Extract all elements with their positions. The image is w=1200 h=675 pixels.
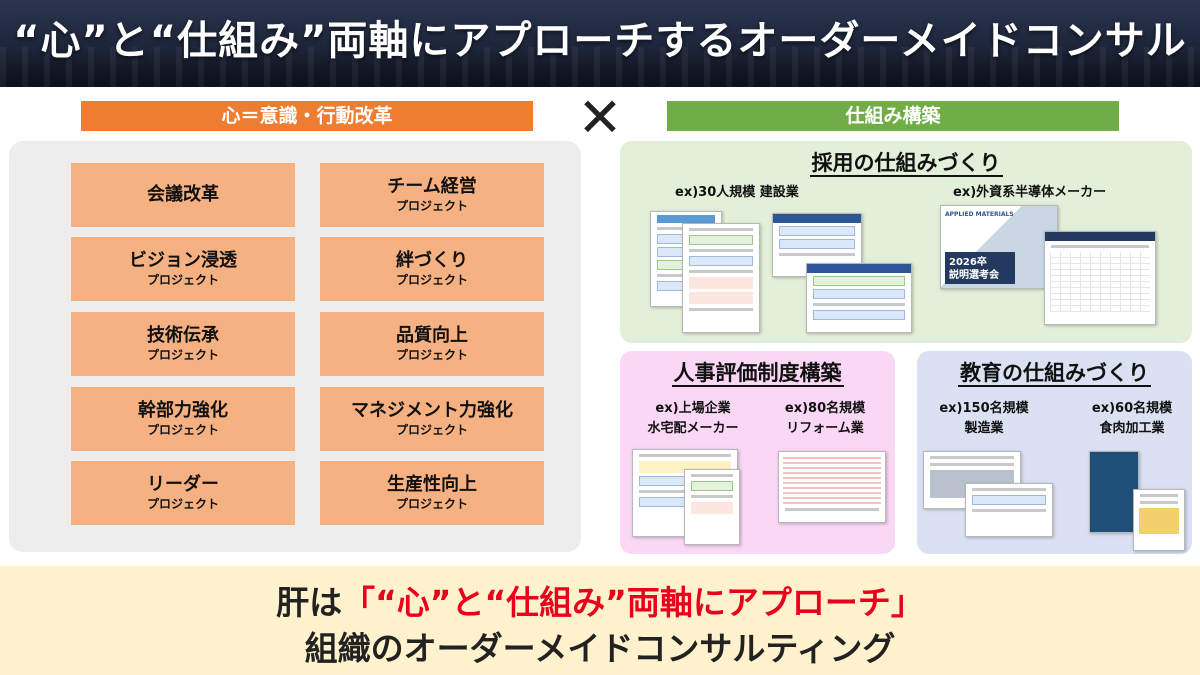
- education-title-text: 教育の仕組みづくり: [958, 361, 1151, 387]
- evaluation-example-1: ex)上場企業 水宅配メーカー: [638, 399, 748, 439]
- document-thumbnail: [684, 469, 740, 545]
- recruit-title-text: 採用の仕組みづくり: [809, 151, 1003, 177]
- project-sub: プロジェクト: [146, 497, 219, 511]
- project-item: マネジメント力強化 プロジェクト: [320, 387, 544, 451]
- document-year: 2026卒: [949, 257, 987, 268]
- recruit-example-1: ex)30人規模 建設業: [675, 185, 799, 200]
- example-line: 製造業: [964, 421, 1004, 436]
- project-name: マネジメント力強化: [351, 400, 513, 421]
- project-sub: プロジェクト: [146, 273, 219, 287]
- document-thumbnail: [682, 223, 760, 333]
- project-item: リーダー プロジェクト: [71, 461, 295, 525]
- example-line: ex)60名規模: [1091, 401, 1173, 416]
- project-name: 会議改革: [147, 184, 219, 205]
- example-line: ex)150名規模: [939, 401, 1029, 416]
- system-section-label: 仕組み構築: [667, 101, 1119, 131]
- education-panel: 教育の仕組みづくり ex)150名規模 製造業 ex)60名規模 食肉加工業: [917, 351, 1192, 554]
- page-title: “心”と“仕組み”両軸にアプローチするオーダーメイドコンサル: [13, 18, 1187, 64]
- document-thumbnail: [778, 451, 886, 523]
- project-item: 品質向上 プロジェクト: [320, 312, 544, 376]
- project-name: ビジョン浸透: [129, 250, 237, 271]
- document-thumbnail: [772, 213, 862, 277]
- document-thumbnail: [965, 483, 1053, 537]
- project-item: 生産性向上 プロジェクト: [320, 461, 544, 525]
- project-name: 生産性向上: [387, 474, 477, 495]
- conclusion-line-1: 肝は「“心”と“仕組み”両軸にアプローチ」: [0, 576, 1200, 624]
- education-example-2: ex)60名規模 食肉加工業: [1077, 399, 1187, 439]
- project-sub: プロジェクト: [146, 423, 219, 437]
- education-example-1: ex)150名規模 製造業: [929, 399, 1039, 439]
- education-title: 教育の仕組みづくり: [917, 357, 1192, 387]
- document-thumbnail: [1044, 231, 1156, 325]
- recruit-example-2: ex)外資系半導体メーカー: [953, 185, 1107, 200]
- document-thumbnail: [1089, 451, 1139, 533]
- document-event: 説明選考会: [949, 270, 999, 281]
- project-item: 絆づくり プロジェクト: [320, 237, 544, 301]
- evaluation-panel: 人事評価制度構築 ex)上場企業 水宅配メーカー ex)80名規模 リフォーム業: [620, 351, 895, 554]
- example-line: リフォーム業: [786, 421, 864, 436]
- project-item: ビジョン浸透 プロジェクト: [71, 237, 295, 301]
- conclusion-line-2: 組織のオーダーメイドコンサルティング: [304, 629, 896, 668]
- evaluation-title: 人事評価制度構築: [620, 357, 895, 387]
- project-item: 技術伝承 プロジェクト: [71, 312, 295, 376]
- cross-icon: ✕: [577, 86, 623, 149]
- example-line: 食肉加工業: [1099, 421, 1165, 436]
- project-item: 幹部力強化 プロジェクト: [71, 387, 295, 451]
- project-item: 会議改革: [71, 163, 295, 227]
- conclusion-highlight: 「“心”と“仕組み”両軸にアプローチ」: [342, 583, 924, 622]
- mind-section-label: 心＝意識・行動改革: [81, 101, 533, 131]
- project-sub: プロジェクト: [395, 423, 468, 437]
- project-name: 技術伝承: [147, 325, 219, 346]
- document-thumbnail: [806, 263, 912, 333]
- example-line: ex)上場企業: [655, 401, 731, 416]
- project-item: チーム経営 プロジェクト: [320, 163, 544, 227]
- header-banner: “心”と“仕組み”両軸にアプローチするオーダーメイドコンサル: [0, 0, 1200, 87]
- example-line: 水宅配メーカー: [647, 421, 739, 436]
- recruit-panel: 採用の仕組みづくり ex)30人規模 建設業 ex)外資系半導体メーカー APP…: [620, 141, 1192, 343]
- project-sub: プロジェクト: [146, 348, 219, 362]
- header-background-image: [0, 47, 1200, 87]
- mind-projects-panel: 会議改革 チーム経営 プロジェクト ビジョン浸透 プロジェクト 絆づくり プロジ…: [9, 141, 581, 552]
- project-name: リーダー: [147, 474, 219, 495]
- project-sub: プロジェクト: [395, 348, 468, 362]
- project-name: 絆づくり: [396, 250, 468, 271]
- project-sub: プロジェクト: [395, 273, 468, 287]
- document-brand: APPLIED MATERIALS: [945, 211, 1014, 218]
- evaluation-title-text: 人事評価制度構築: [671, 361, 844, 387]
- project-sub: プロジェクト: [395, 497, 468, 511]
- example-line: ex)80名規模: [784, 401, 866, 416]
- project-sub: プロジェクト: [395, 199, 468, 213]
- project-name: 幹部力強化: [138, 400, 228, 421]
- recruit-title: 採用の仕組みづくり: [620, 147, 1192, 177]
- conclusion-prefix: 肝は: [276, 583, 343, 622]
- document-thumbnail: [1133, 489, 1185, 551]
- document-thumbnail: APPLIED MATERIALS 2026卒 説明選考会: [940, 205, 1058, 289]
- bottom-banner: 肝は「“心”と“仕組み”両軸にアプローチ」 組織のオーダーメイドコンサルティング: [0, 566, 1200, 675]
- project-name: 品質向上: [396, 325, 468, 346]
- project-name: チーム経営: [387, 176, 477, 197]
- evaluation-example-2: ex)80名規模 リフォーム業: [770, 399, 880, 439]
